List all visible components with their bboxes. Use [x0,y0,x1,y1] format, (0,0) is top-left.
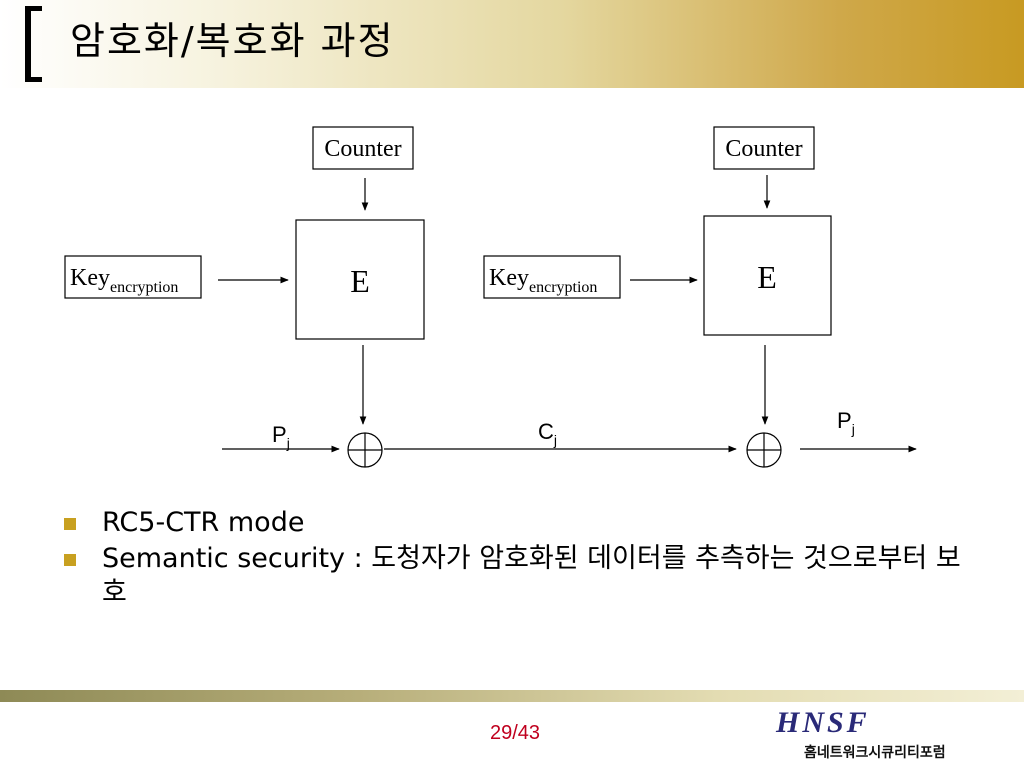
bullet-item: Semantic security : 도청자가 암호화된 데이터를 추측하는 … [62,542,962,610]
slide-title: 암호화/복호화 과정 [70,19,395,63]
footer-bar [0,690,1024,702]
hnsf-logo: HNSF 홈네트워크시큐리티포럼 [776,708,1016,766]
right-block-label: E [757,259,777,295]
left-xor-icon [347,432,383,468]
bullet-item: RC5-CTR mode [62,506,962,540]
left-encryption-block: E [295,219,425,340]
left-key-subscript: encryption [110,279,178,296]
logo-subtitle: 홈네트워크시큐리티포럼 [804,745,946,761]
bullet-text: Semantic security : 도청자가 암호화된 데이터를 추측하는 … [102,543,961,608]
svg-text:Keyencryption: Keyencryption [70,265,178,296]
right-key-label: Key [489,265,529,291]
left-input-subscript: j [286,435,290,451]
bullet-square-icon [64,554,76,566]
bullet-list: RC5-CTR mode Semantic security : 도청자가 암호… [62,506,962,612]
title-bracket-icon [25,6,42,82]
right-output-label: P [837,408,852,433]
svg-text:Pj: Pj [272,422,290,451]
cipher-subscript: j [553,432,557,448]
bullet-text: RC5-CTR mode [102,507,305,538]
left-input-label: P [272,422,287,447]
left-key-label: Key [70,265,110,291]
right-output-subscript: j [851,421,855,437]
cipher-label: C [538,419,554,444]
bullet-square-icon [64,518,76,530]
left-block-label: E [350,263,370,299]
left-key-box: Keyencryption [64,255,202,299]
svg-text:Keyencryption: Keyencryption [489,265,597,296]
right-key-box: Keyencryption [483,255,621,299]
right-encryption-block: E [703,215,832,336]
page-number: 29/43 [489,722,541,744]
logo-mark: HNSF [776,706,870,739]
svg-text:Pj: Pj [837,408,855,437]
right-key-subscript: encryption [529,279,597,296]
title-banner [0,0,1024,88]
svg-text:Cj: Cj [538,419,557,448]
left-counter-box: Counter [312,126,414,170]
left-counter-label: Counter [324,136,401,162]
right-counter-box: Counter [713,126,815,170]
right-counter-label: Counter [725,136,802,162]
right-xor-icon [746,432,782,468]
